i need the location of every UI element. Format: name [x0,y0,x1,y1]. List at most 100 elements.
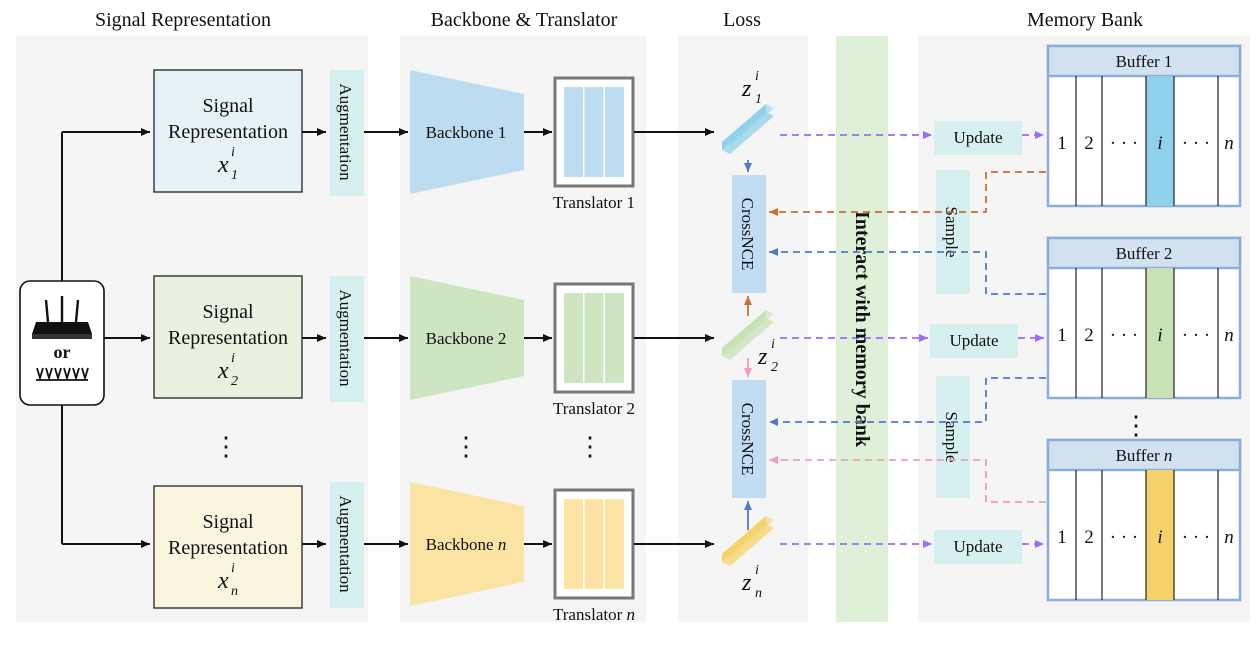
or-label: or [54,342,71,362]
buffer-cell-label: n [1224,527,1234,548]
buffer-title: Buffer 1 [1116,52,1173,71]
svg-text:2: 2 [771,360,778,375]
translator-3: Translator n [553,488,635,624]
blue-sample-path-1 [769,248,1046,295]
backbone-3: Backbone n [410,482,524,606]
augmentation-label: Augmentation [336,83,355,181]
translator-label: Translator 2 [553,399,635,418]
buffer-cell-label: · · · [1110,133,1138,154]
update-label: Update [953,128,1002,147]
signal-var-sub: 1 [231,168,238,183]
signal-var-sub: 2 [231,374,238,389]
buffer-cell-label: 2 [1084,325,1094,346]
sample-top-label: Sample [942,207,961,258]
buffer-cell-label: · · · [1182,325,1210,346]
translator-2: Translator 2 [553,282,635,418]
antenna-array-icon [36,367,89,382]
signal-box-line2: Representation [168,537,288,559]
interact-band [836,36,888,622]
ellipsis-signal: ⋮ [213,432,239,461]
backbone-label: Backbone n [426,535,507,554]
signal-var: x [217,358,229,384]
signal-box-line1: Signal [202,95,254,117]
buffer-cell-label: i [1157,133,1162,154]
signal-var: x [217,152,229,178]
backbone-2: Backbone 2 [410,276,524,400]
buffer-title: Buffer 2 [1116,244,1173,263]
buffer-cell-label: 1 [1057,133,1067,154]
update-label: Update [953,537,1002,556]
update-label: Update [949,331,998,350]
interact-label: Interact with memory bank [851,211,873,448]
buffer-cell-label: 2 [1084,133,1094,154]
svg-text:1: 1 [755,92,762,107]
pink-sample-path [769,456,1046,503]
signal-var-sup: i [231,145,235,160]
signal-var-sup: i [231,561,235,576]
buffer-cell-label: i [1157,325,1162,346]
ellipsis-buffer: ⋮ [1123,411,1149,440]
svg-text:z: z [757,344,768,370]
crossnce-top-label: CrossNCE [738,198,757,271]
title-memory: Memory Bank [1027,9,1143,31]
ellipsis-backbone: ⋮ [453,432,479,461]
title-backbone: Backbone & Translator [431,9,618,31]
ellipsis-translator: ⋮ [577,432,603,461]
buffer-cell-label: i [1157,527,1162,548]
backbone-label: Backbone 2 [426,329,507,348]
update-box-2: Update [930,324,1018,358]
blue-sample-path-2 [769,377,1046,426]
device-connectors [61,128,150,548]
svg-text:i: i [771,337,775,352]
crossnce-bottom: CrossNCE [732,380,766,498]
buffer-cell-label: · · · [1110,325,1138,346]
translator-label: Translator 1 [553,193,635,212]
signal-box-line2: Representation [168,121,288,143]
svg-text:z: z [741,570,752,596]
router-icon [32,296,92,339]
signal-box-line2: Representation [168,327,288,349]
crossnce-top: CrossNCE [732,175,766,293]
signal-box-line1: Signal [202,301,254,323]
svg-text:n: n [755,586,762,601]
buffer-title: Buffer n [1116,446,1173,465]
signal-box-line1: Signal [202,511,254,533]
buffer-cell-label: · · · [1182,527,1210,548]
buffer-cell-label: 1 [1057,527,1067,548]
title-loss: Loss [723,9,761,31]
buffer-cell-label: 2 [1084,527,1094,548]
translator-1: Translator 1 [553,76,635,212]
orange-sample-path [769,171,1046,216]
buffer-cell-label: n [1224,325,1234,346]
sample-bottom-label: Sample [942,412,961,463]
update-box-3: Update [934,530,1022,564]
sample-paths [769,171,1046,503]
signal-var-sub: n [231,584,238,599]
backbone-label: Backbone 1 [426,123,507,142]
svg-text:i: i [755,69,759,84]
augmentation-box-2: Augmentation [330,276,364,402]
signal-var: x [217,568,229,594]
buffer-cell-label: · · · [1182,133,1210,154]
sample-box-bottom: Sample [936,376,970,498]
signal-var-sup: i [231,351,235,366]
update-box-1: Update [934,121,1022,155]
